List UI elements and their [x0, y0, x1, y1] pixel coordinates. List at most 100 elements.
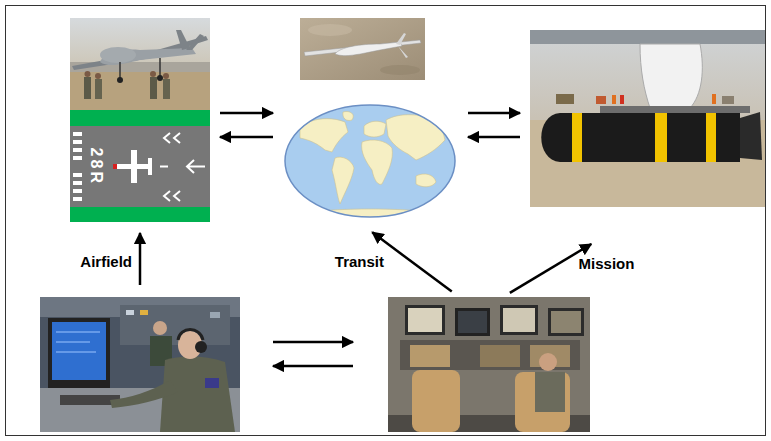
- ground-station-photo: [548, 308, 584, 336]
- phase-label: Mission: [579, 256, 635, 273]
- control-room-photo: [110, 380, 178, 408]
- drone-photo: [396, 33, 408, 58]
- control-room-photo: [56, 332, 100, 333]
- photo-panel: [40, 297, 240, 432]
- control-room-photo: [40, 297, 240, 432]
- runway-diagram: [73, 181, 82, 185]
- photo-panel: [530, 30, 765, 207]
- control-room-photo: [153, 321, 167, 335]
- runway-diagram: [70, 110, 210, 222]
- ground-station-photo: [388, 297, 590, 432]
- missile-photo: [556, 94, 574, 104]
- runway-diagram: [73, 197, 82, 201]
- control-room-photo: [56, 352, 96, 353]
- world-map: [310, 209, 430, 222]
- missile-photo: [620, 95, 624, 104]
- missile-photo: [530, 30, 765, 207]
- runway-number: 28R: [87, 148, 105, 186]
- photo-panel: 28R: [70, 18, 210, 223]
- missile-photo: [530, 30, 765, 44]
- ground-station-photo: [500, 305, 538, 335]
- ground-station-photo: [539, 353, 557, 371]
- missile-photo: [600, 106, 750, 113]
- world-map: [285, 105, 455, 217]
- aircraft-photo: [150, 77, 157, 99]
- runway-diagram: [148, 158, 152, 175]
- ground-station-photo: [535, 372, 565, 412]
- control-room-photo: [126, 310, 134, 315]
- ground-station-photo: [410, 345, 450, 367]
- missile-photo: [640, 44, 702, 108]
- ground-station-photo: [388, 297, 590, 432]
- missile-photo: [706, 113, 716, 162]
- aircraft-photo: [95, 79, 102, 99]
- phase-label: Airfield: [80, 254, 132, 271]
- control-room-photo: [56, 342, 90, 343]
- runway-diagram: [70, 207, 210, 222]
- ground-station-photo: [455, 308, 490, 336]
- phase-label: Transit: [335, 254, 384, 271]
- runway-diagram: [113, 164, 117, 169]
- flow-arrow: [468, 136, 520, 139]
- ground-station-photo: [480, 345, 520, 367]
- ground-station-photo: [412, 370, 460, 432]
- flow-arrow: [139, 233, 142, 285]
- flow-arrow: [372, 232, 452, 291]
- ground-station-photo: [400, 340, 580, 370]
- missile-photo: [530, 30, 765, 207]
- runway-diagram: [73, 140, 82, 144]
- control-room-photo: [195, 341, 207, 353]
- flow-arrow: [273, 341, 353, 344]
- ground-station-photo: [458, 311, 487, 333]
- ground-station-photo: [405, 305, 445, 335]
- aircraft-photo: [176, 30, 204, 50]
- world-map: [364, 121, 386, 137]
- runway-diagram: [73, 173, 82, 177]
- aircraft-photo: [95, 73, 101, 79]
- drone-photo: [335, 42, 402, 56]
- world-map: [332, 157, 354, 204]
- runway-diagram: [187, 160, 205, 173]
- aircraft-photo: [157, 75, 163, 81]
- runway-diagram: [160, 166, 168, 168]
- aircraft-photo: [163, 73, 169, 79]
- flow-arrow: [468, 112, 520, 115]
- flow-arrow: [220, 112, 273, 115]
- runway-diagram: [131, 150, 137, 183]
- control-room-photo: [140, 310, 148, 315]
- missile-photo: [572, 113, 582, 162]
- world-map: [285, 105, 455, 222]
- aircraft-photo: [100, 47, 136, 63]
- aircraft-photo: [70, 18, 210, 110]
- missile-photo: [596, 96, 606, 104]
- aircraft-photo: [117, 77, 123, 83]
- aircraft-photo: [85, 71, 91, 77]
- drone-photo: [380, 65, 420, 75]
- drone-photo: [300, 18, 425, 80]
- ground-station-photo: [515, 372, 570, 432]
- world-map: [343, 111, 353, 120]
- missile-photo: [655, 113, 667, 162]
- aircraft-photo: [72, 36, 208, 70]
- runway-diagram: [73, 132, 82, 136]
- control-room-photo: [48, 318, 110, 388]
- missile-photo: [541, 113, 740, 162]
- drone-photo: [300, 18, 425, 80]
- missile-photo: [722, 96, 734, 104]
- ground-station-photo: [551, 311, 581, 333]
- aircraft-photo: [119, 62, 121, 78]
- photo-panel: [283, 18, 458, 218]
- ground-station-photo: [408, 308, 442, 332]
- runway-diagram: [70, 110, 210, 126]
- runway-diagram: [73, 148, 82, 152]
- world-map: [285, 105, 455, 217]
- aircraft-photo: [84, 77, 91, 99]
- runway-diagram: [73, 156, 82, 160]
- aircraft-photo: [159, 58, 161, 76]
- ground-station-photo: [503, 308, 535, 332]
- world-map: [362, 140, 393, 184]
- runway-diagram: [73, 189, 82, 193]
- control-room-photo: [40, 297, 240, 432]
